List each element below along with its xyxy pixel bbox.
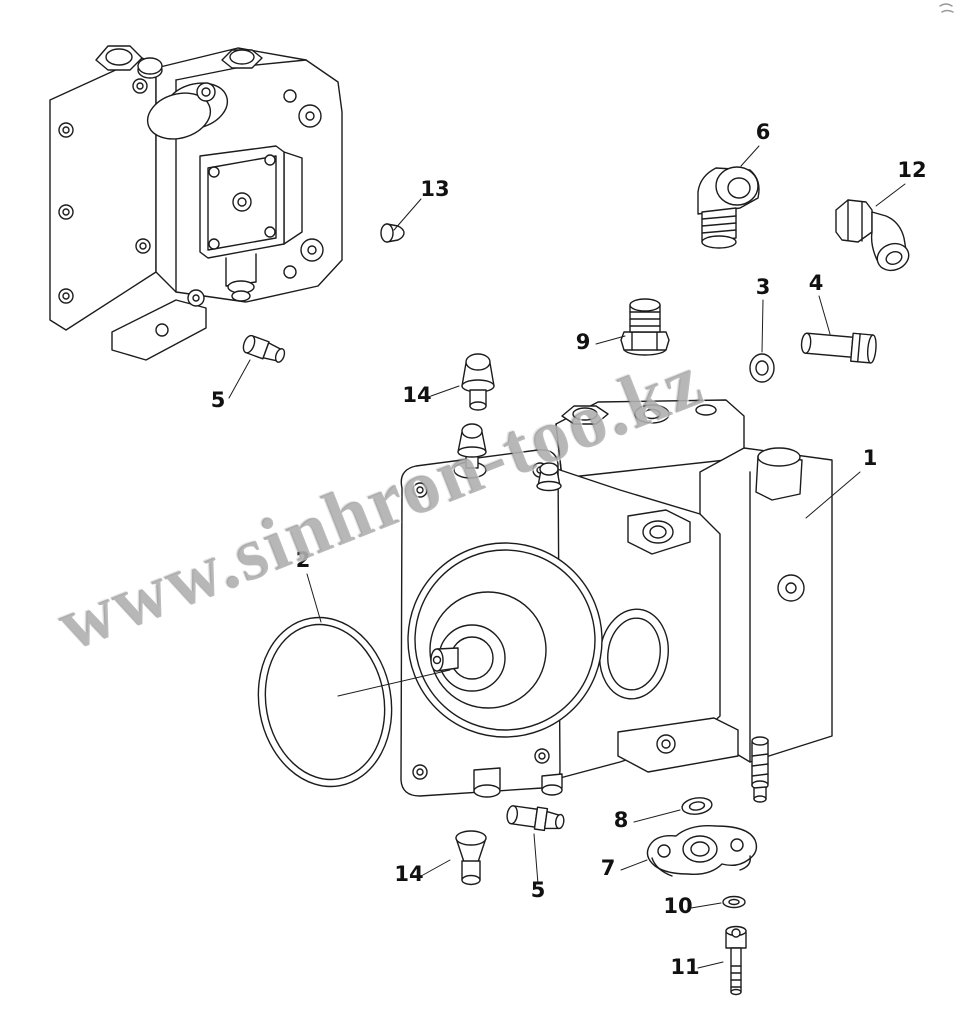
- callout-13: 13: [420, 177, 449, 201]
- flange-7-drawing: [646, 825, 758, 877]
- callout-7: 7: [601, 856, 616, 880]
- callout-3: 3: [756, 275, 771, 299]
- breather-14-top-drawing: [461, 353, 495, 411]
- leader-lines: [228, 145, 906, 969]
- washer-3-drawing: [749, 353, 775, 383]
- callout-4: 4: [809, 271, 824, 295]
- breather-14-bottom-drawing: [455, 830, 487, 886]
- callout-8: 8: [614, 808, 629, 832]
- plug-13-drawing: [380, 223, 405, 243]
- plug-9-drawing: [620, 298, 670, 356]
- bolt-11-drawing: [725, 925, 747, 996]
- callout-11: 11: [670, 955, 699, 979]
- fitting-12-drawing: [835, 199, 910, 272]
- washer-10-drawing: [722, 895, 746, 909]
- washer-8-drawing: [681, 797, 713, 815]
- callout-9: 9: [576, 330, 591, 354]
- callout-12: 12: [897, 158, 926, 182]
- callout-2: 2: [296, 548, 311, 572]
- upper-pump-assembly-drawing: [49, 45, 343, 361]
- callout-14-top: 14: [402, 383, 431, 407]
- callout-5-bottom: 5: [531, 878, 546, 902]
- o-ring-drawing: [257, 616, 393, 788]
- corner-watermark-fragment: [939, 3, 954, 13]
- plug-5-top-drawing: [242, 334, 286, 363]
- pin-4-drawing: [800, 332, 877, 364]
- plug-5-bottom-drawing: [506, 805, 565, 832]
- callout-6: 6: [756, 120, 771, 144]
- callout-5-top: 5: [211, 388, 226, 412]
- callout-10: 10: [663, 894, 692, 918]
- main-pump-body-drawing: [400, 399, 833, 803]
- callout-1: 1: [863, 446, 878, 470]
- elbow-fitting-6-drawing: [697, 166, 760, 249]
- callout-14-bottom: 14: [394, 862, 423, 886]
